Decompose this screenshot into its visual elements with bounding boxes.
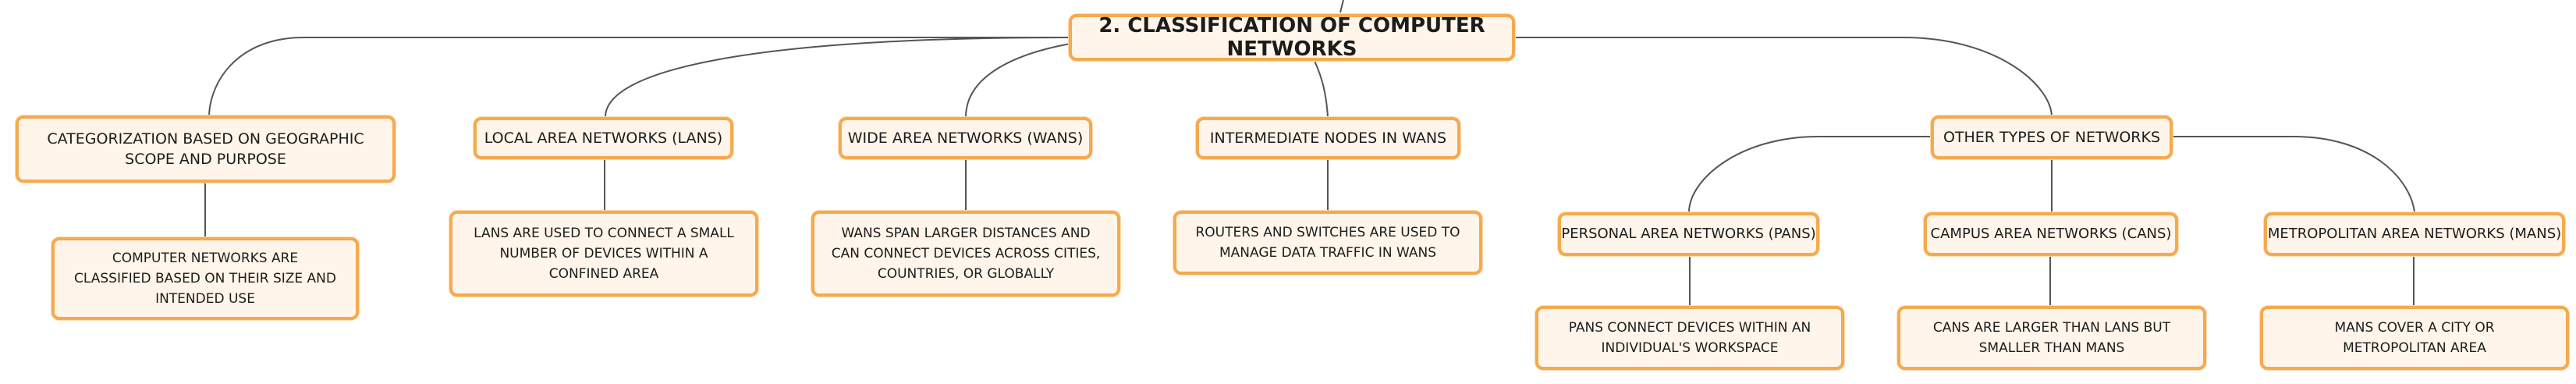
detail-geographic-scope-text: COMPUTER NETWORKS ARE CLASSIFIED BASED O… [74, 251, 336, 307]
detail-wans-text: WANS SPAN LARGER DISTANCES AND CAN CONNE… [831, 226, 1101, 282]
connector-root-intermediate [1314, 60, 1329, 118]
subtopic-pans[interactable]: PERSONAL AREA NETWORKS (PANS) [1558, 212, 1819, 256]
topic-wans[interactable]: WIDE AREA NETWORKS (WANS) [839, 117, 1092, 159]
detail-pans[interactable]: PANS CONNECT DEVICES WITHIN AN INDIVIDUA… [1535, 306, 1844, 370]
root-topic-label: 2. CLASSIFICATION OF COMPUTER NETWORKS [1098, 14, 1485, 61]
detail-wans[interactable]: WANS SPAN LARGER DISTANCES AND CAN CONNE… [811, 211, 1120, 297]
detail-intermediate-nodes-text: ROUTERS AND SWITCHES ARE USED TO MANAGE … [1195, 225, 1460, 261]
connector-root-wans [965, 43, 1071, 118]
subtopic-mans[interactable]: METROPOLITAN AREA NETWORKS (MANS) [2264, 212, 2565, 256]
detail-cans-text: CANS ARE LARGER THAN LANS BUT SMALLER TH… [1932, 320, 2171, 356]
topic-lans[interactable]: LOCAL AREA NETWORKS (LANS) [474, 117, 733, 159]
detail-cans[interactable]: CANS ARE LARGER THAN LANS BUT SMALLER TH… [1897, 306, 2206, 370]
subtopic-cans-label: CAMPUS AREA NETWORKS (CANS) [1930, 226, 2172, 242]
connector-root-geographic [208, 37, 1070, 118]
detail-geographic-scope[interactable]: COMPUTER NETWORKS ARE CLASSIFIED BASED O… [51, 237, 359, 320]
subtopic-mans-label: METROPOLITAN AREA NETWORKS (MANS) [2267, 226, 2562, 242]
topic-intermediate-nodes-label: INTERMEDIATE NODES IN WANS [1209, 130, 1447, 147]
subtopic-pans-label: PERSONAL AREA NETWORKS (PANS) [1561, 226, 1816, 242]
topic-lans-label: LOCAL AREA NETWORKS (LANS) [484, 130, 723, 147]
detail-mans-text: MANS COVER A CITY OR METROPOLITAN AREA [2334, 320, 2495, 356]
detail-lans-text: LANS ARE USED TO CONNECT A SMALL NUMBER … [474, 226, 734, 282]
root-topic[interactable]: 2. CLASSIFICATION OF COMPUTER NETWORKS [1069, 14, 1515, 61]
subtopic-cans[interactable]: CAMPUS AREA NETWORKS (CANS) [1924, 212, 2178, 256]
connector-root-lans [605, 37, 1071, 118]
topic-wans-label: WIDE AREA NETWORKS (WANS) [847, 130, 1084, 147]
topic-geographic-scope-label: CATEGORIZATION BASED ON GEOGRAPHIC SCOPE… [47, 130, 364, 168]
topic-other-types-label: OTHER TYPES OF NETWORKS [1943, 129, 2161, 146]
detail-mans[interactable]: MANS COVER A CITY OR METROPOLITAN AREA [2260, 306, 2569, 370]
topic-geographic-scope[interactable]: CATEGORIZATION BASED ON GEOGRAPHIC SCOPE… [16, 116, 396, 183]
connector-root-parent [1339, 0, 1344, 13]
connector-other-pans [1688, 136, 1931, 213]
topic-other-types[interactable]: OTHER TYPES OF NETWORKS [1931, 116, 2173, 159]
detail-lans[interactable]: LANS ARE USED TO CONNECT A SMALL NUMBER … [449, 211, 758, 297]
detail-intermediate-nodes[interactable]: ROUTERS AND SWITCHES ARE USED TO MANAGE … [1173, 211, 1482, 275]
connector-root-other [1513, 37, 2053, 118]
detail-pans-text: PANS CONNECT DEVICES WITHIN AN INDIVIDUA… [1568, 320, 1811, 356]
connector-other-mans [2173, 136, 2415, 213]
topic-intermediate-nodes[interactable]: INTERMEDIATE NODES IN WANS [1196, 117, 1460, 159]
